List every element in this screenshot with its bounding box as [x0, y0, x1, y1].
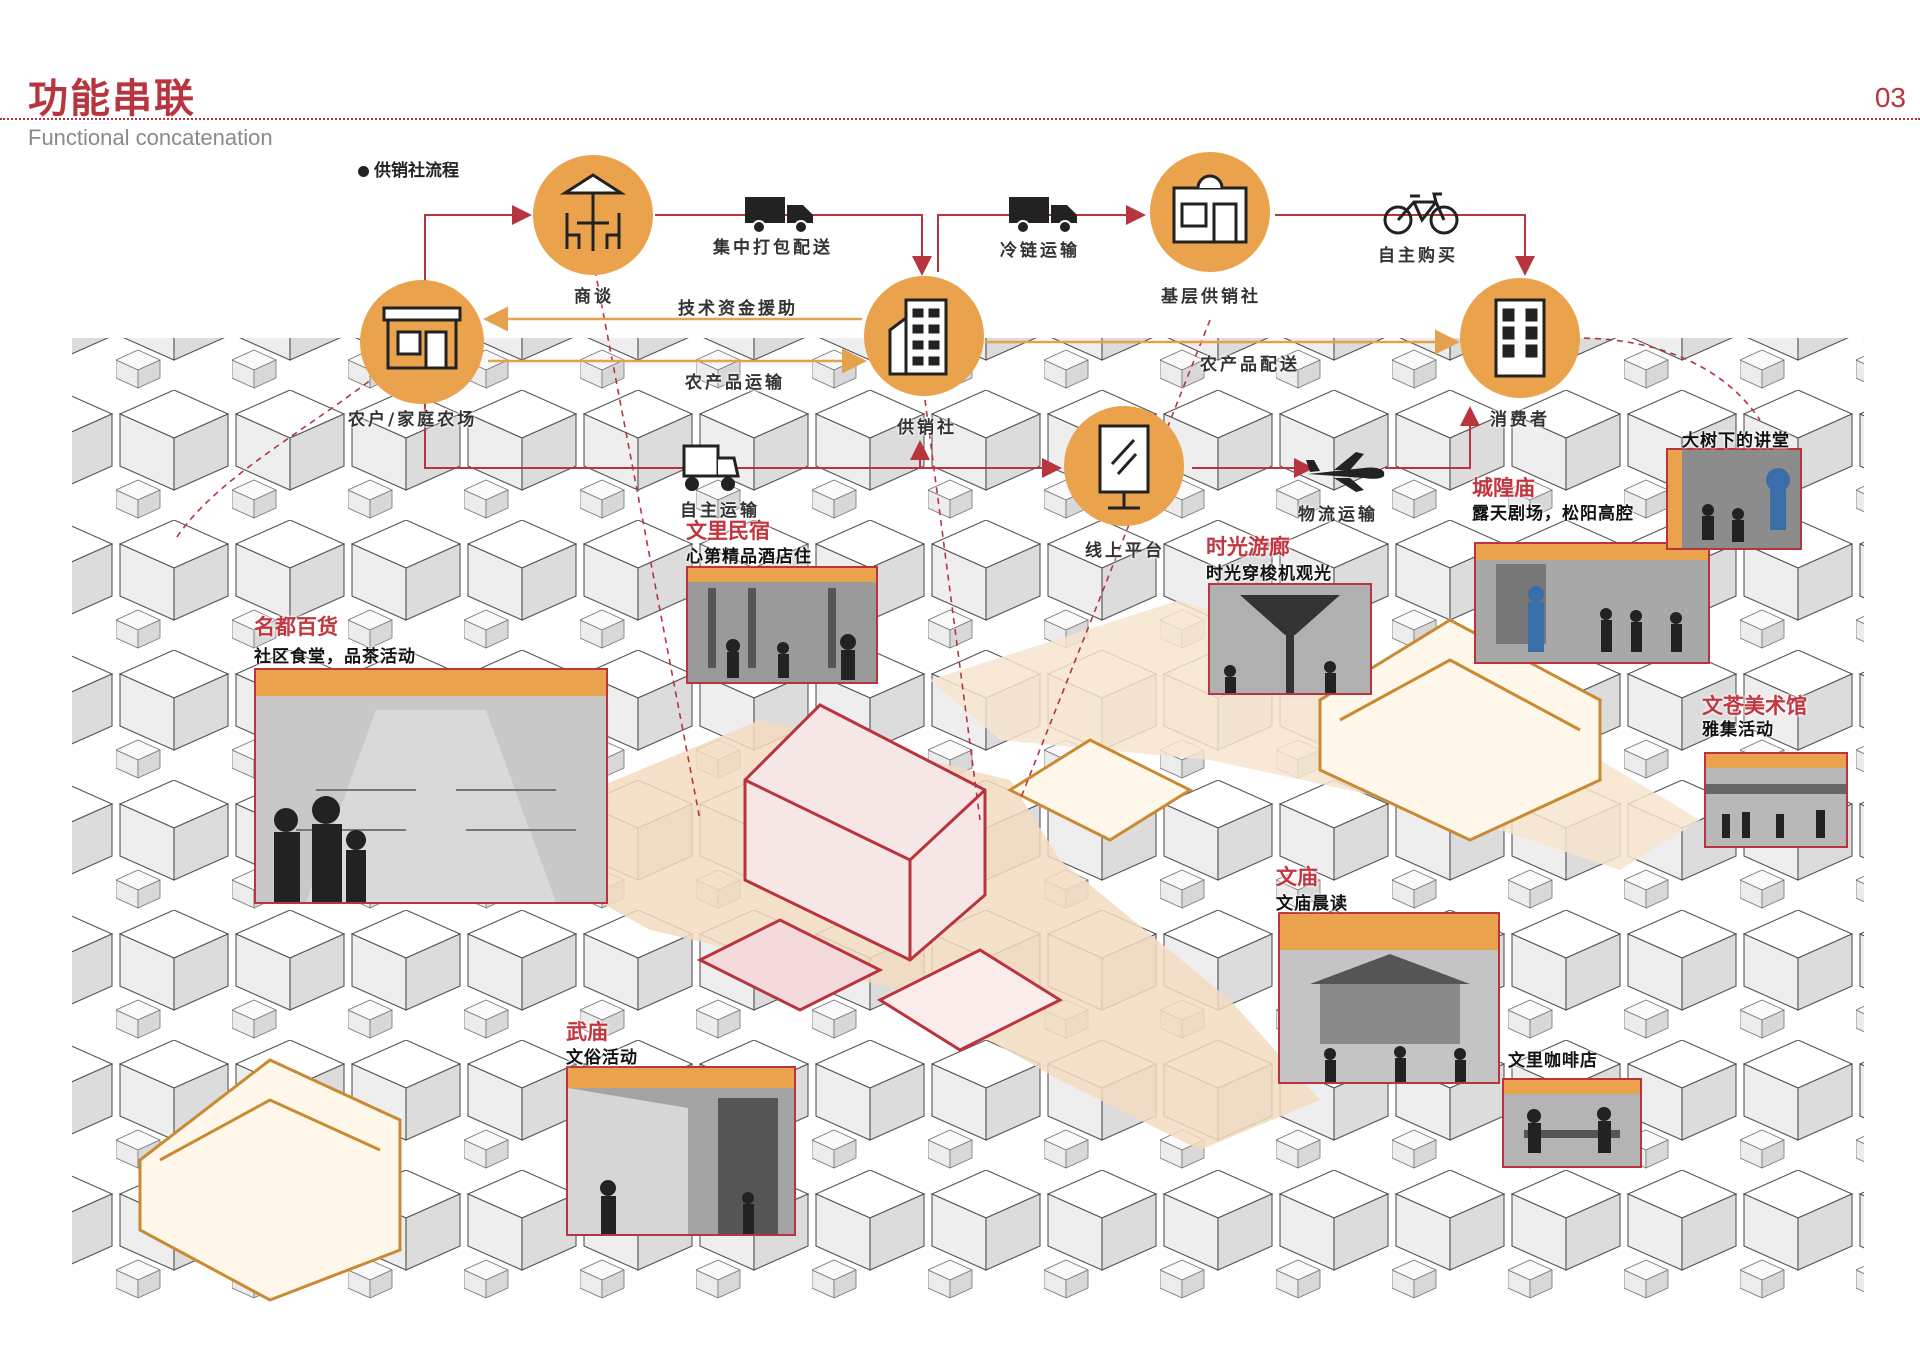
- airplane-icon: [1306, 452, 1385, 492]
- node-label-grassroots: 基层供销社: [1161, 287, 1261, 307]
- place-sub-shiguang: 时光穿梭机观光: [1206, 564, 1332, 584]
- photo-wenli: [686, 566, 878, 684]
- link-label-cold: 冷链运输: [1000, 241, 1080, 261]
- link-label-logistics: 物流运输: [1298, 505, 1378, 525]
- place-sub-wumiao: 文俗活动: [566, 1048, 638, 1068]
- node-label-coop: 供销社: [897, 418, 957, 438]
- truck-icon: [1009, 197, 1077, 234]
- header-divider: [0, 118, 1920, 120]
- place-sub-cafe: 文里咖啡店: [1508, 1051, 1598, 1071]
- flow-node-coop: [864, 276, 984, 396]
- temple-outlines: [138, 618, 1602, 1302]
- flow-node-farm: [360, 280, 484, 404]
- cafe-table-icon: [559, 173, 627, 251]
- place-sub-mingdu: 社区食堂，品茶活动: [254, 647, 416, 667]
- place-title-chenghuang: 城隍庙: [1472, 476, 1535, 500]
- node-label-online: 线上平台: [1085, 541, 1165, 561]
- photo-mingdu: [254, 668, 608, 904]
- place-title-wenmiao: 文庙: [1276, 865, 1318, 889]
- flow-node-grassroots: [1150, 152, 1270, 272]
- shop-icon: [382, 306, 462, 370]
- node-label-talk: 商谈: [574, 287, 614, 307]
- place-title-wencang: 文苍美术馆: [1702, 694, 1807, 718]
- bullet-icon: [358, 165, 369, 177]
- node-label-consumer: 消费者: [1490, 410, 1550, 430]
- page-number: 03: [1874, 82, 1906, 113]
- billboard-icon: [1098, 424, 1150, 510]
- storefront-icon: [1172, 174, 1248, 244]
- office-building-icon: [888, 298, 948, 376]
- link-label-buy: 自主购买: [1378, 246, 1458, 266]
- flow-node-online: [1064, 406, 1184, 526]
- flow-node-consumer: [1460, 278, 1580, 398]
- link-label-dist: 农产品配送: [1200, 355, 1300, 375]
- place-sub-wenmiao: 文庙晨读: [1276, 894, 1348, 914]
- bicycle-icon: [1383, 192, 1459, 235]
- place-title-mingdu: 名都百货: [254, 615, 338, 639]
- node-label-farm: 农户/家庭农场: [348, 410, 478, 430]
- link-label-self: 自主运输: [680, 501, 760, 521]
- place-sub-wenli: 心第精品酒店住: [686, 547, 812, 567]
- page-title: 功能串联: [28, 76, 196, 122]
- link-label-tech: 技术资金援助: [678, 299, 798, 319]
- photo-dashu: [1666, 448, 1802, 550]
- photo-chenghuang: [1474, 542, 1710, 664]
- place-sub-chenghuang: 露天剧场，松阳高腔: [1472, 504, 1634, 524]
- place-title-wumiao: 武庙: [566, 1020, 608, 1044]
- link-label-produce: 农产品运输: [685, 373, 785, 393]
- flow-heading-label: 供销社流程: [374, 161, 459, 181]
- photo-cafe: [1502, 1078, 1642, 1168]
- tricycle-cart-icon: [682, 444, 740, 491]
- apartment-icon: [1494, 298, 1546, 378]
- supply-coop-building: [696, 703, 1064, 1052]
- photo-wencang: [1704, 752, 1848, 848]
- place-sub-wencang: 雅集活动: [1702, 720, 1774, 740]
- flow-node-talk: [533, 155, 653, 275]
- flow-arrows: [424, 205, 1535, 478]
- link-label-pack: 集中打包配送: [713, 238, 833, 258]
- place-sub-dashu: 大树下的讲堂: [1682, 431, 1790, 451]
- truck-icon: [745, 197, 813, 234]
- flow-heading: 供销社流程: [358, 156, 459, 181]
- photo-shiguang: [1208, 583, 1372, 695]
- photo-wumiao: [566, 1066, 796, 1236]
- place-title-shiguang: 时光游廊: [1206, 535, 1290, 559]
- place-title-wenli: 文里民宿: [686, 519, 770, 543]
- page-subtitle: Functional concatenation: [28, 125, 273, 150]
- photo-wenmiao: [1278, 912, 1500, 1084]
